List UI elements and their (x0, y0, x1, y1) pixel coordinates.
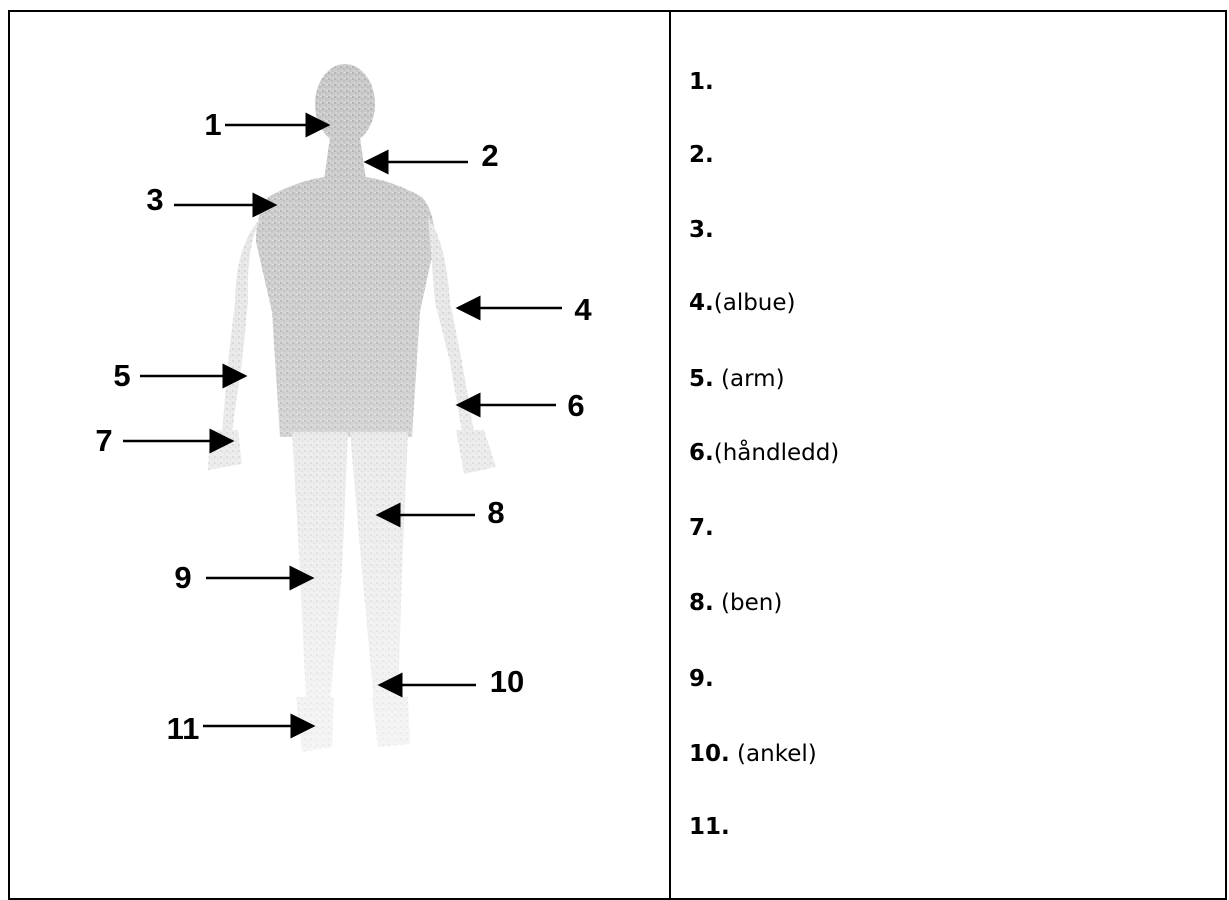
answer-row-1: 1. (689, 69, 714, 95)
human-silhouette (200, 62, 510, 762)
marker-1: 1 (204, 107, 331, 142)
answers-column: 1. 2. 3. 4.(albue) 5. (arm) 6.(håndledd) 7. 8. … (671, 12, 1225, 898)
answer-number: 8. (689, 590, 714, 616)
answer-hint: (ankel) (729, 741, 817, 767)
answer-number: 7. (689, 515, 714, 541)
marker-4: 4 (455, 292, 592, 327)
answer-number: 10. (689, 741, 730, 767)
answer-number: 6. (689, 440, 714, 466)
marker-9: 9 (174, 560, 315, 595)
answer-number: 1. (689, 69, 714, 95)
marker-11: 11 (167, 711, 316, 746)
marker-2: 2 (363, 138, 499, 175)
answer-hint: (arm) (713, 366, 785, 392)
body-shape (200, 62, 510, 762)
marker-6: 6 (455, 388, 585, 423)
marker-10: 10 (377, 664, 524, 699)
marker-number-1: 1 (204, 107, 221, 142)
answer-number: 11. (689, 814, 730, 840)
marker-number-8: 8 (487, 495, 504, 530)
body-diagram: 1 2 3 4 5 6 7 8 9 10 11 (95, 62, 592, 762)
answer-number: 2. (689, 142, 714, 168)
answer-hint: (ben) (713, 590, 783, 616)
answer-hint: (albue) (713, 290, 796, 316)
marker-7: 7 (95, 423, 235, 458)
answer-row-6: 6.(håndledd) (689, 440, 839, 466)
marker-3: 3 (146, 182, 278, 218)
answer-row-2: 2. (689, 142, 714, 168)
answer-row-7: 7. (689, 515, 714, 541)
answer-row-4: 4.(albue) (689, 290, 796, 316)
answer-row-11: 11. (689, 814, 730, 840)
answer-number: 3. (689, 217, 714, 243)
answer-row-8: 8. (ben) (689, 590, 782, 616)
answer-hint: (håndledd) (713, 440, 840, 466)
marker-number-6: 6 (567, 388, 584, 423)
answer-number: 9. (689, 666, 714, 692)
marker-number-11: 11 (167, 711, 200, 746)
answer-number: 5. (689, 366, 714, 392)
body-figure-cell: 1 2 3 4 5 6 7 8 9 10 11 (10, 12, 671, 898)
marker-number-7: 7 (95, 423, 112, 458)
label-arrows: 1 2 3 4 5 6 7 8 9 10 11 (95, 107, 592, 746)
answer-row-3: 3. (689, 217, 714, 243)
marker-number-2: 2 (481, 138, 498, 173)
marker-number-10: 10 (490, 664, 524, 699)
marker-5: 5 (113, 358, 248, 393)
marker-number-5: 5 (113, 358, 130, 393)
marker-number-3: 3 (146, 182, 163, 217)
answer-row-5: 5. (arm) (689, 366, 785, 392)
marker-number-9: 9 (174, 560, 191, 595)
marker-number-4: 4 (574, 292, 592, 327)
marker-8: 8 (375, 495, 505, 530)
answer-row-9: 9. (689, 666, 714, 692)
answer-number: 4. (689, 290, 714, 316)
answer-row-10: 10. (ankel) (689, 741, 817, 767)
